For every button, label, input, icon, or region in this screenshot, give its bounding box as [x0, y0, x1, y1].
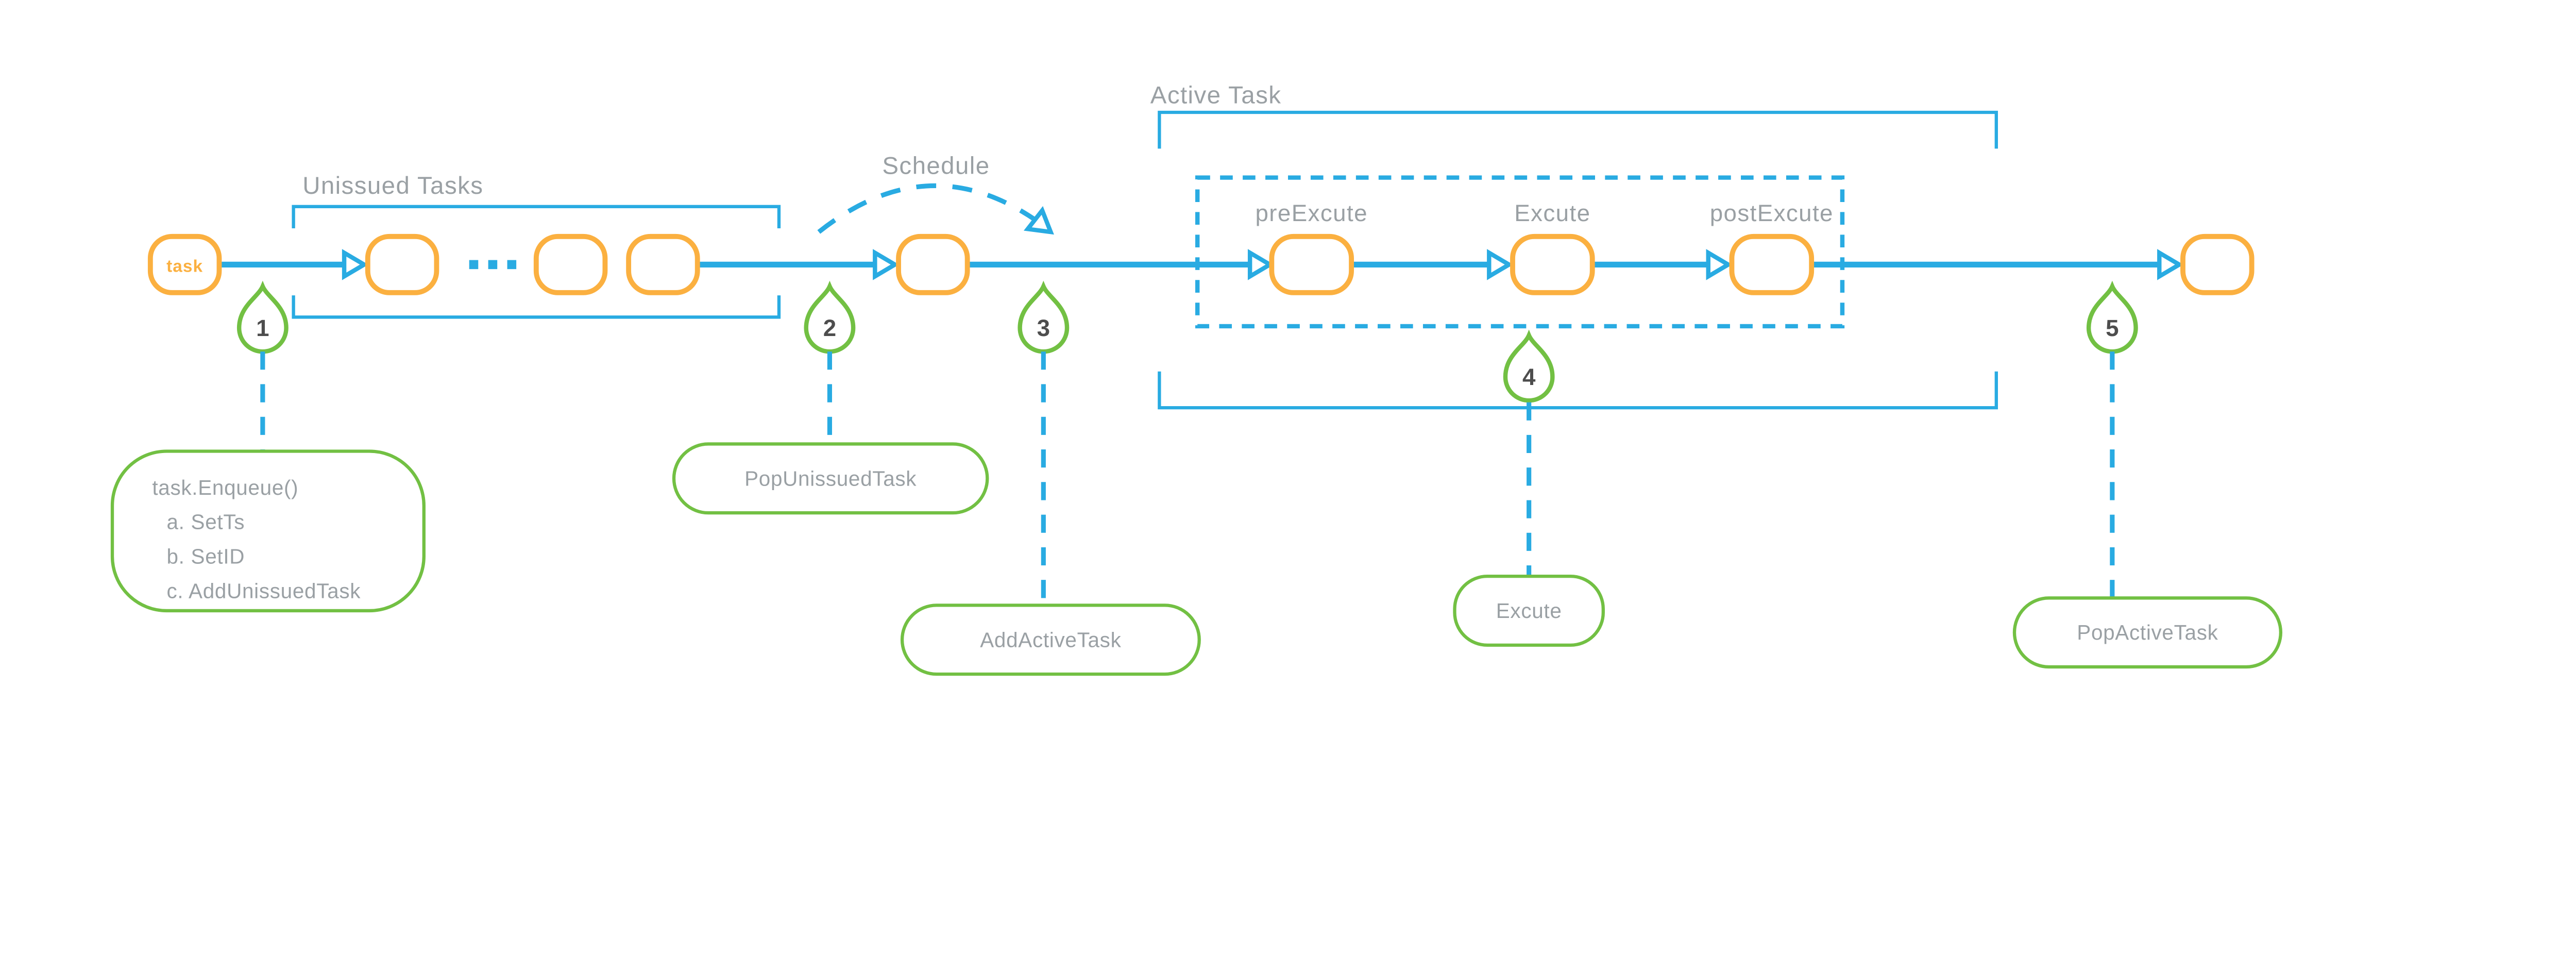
pop-unissued-task-box — [672, 442, 989, 515]
schedule-dashed-arc — [817, 183, 1049, 234]
arrowhead-into-preexcute — [1247, 249, 1275, 280]
task-node — [147, 233, 222, 295]
schedule-arc-arrowhead — [1023, 206, 1054, 235]
add-active-task-callout: AddActiveTask — [900, 604, 1201, 676]
marker-4-drop-icon — [1503, 329, 1555, 403]
marker-2-number: 2 — [823, 315, 836, 341]
arrowhead-into-queue — [342, 249, 369, 280]
excute-node — [1510, 233, 1595, 295]
excute-callout-text: Excute — [1496, 599, 1562, 623]
callouts: task.Enqueue() a. SetTs b. SetID c. AddU… — [110, 442, 2283, 676]
active-task-label: Active Task — [1150, 81, 1282, 109]
marker-2: 2 — [804, 280, 856, 354]
enqueue-callout-box — [110, 449, 426, 613]
task-node-label: task — [166, 257, 203, 276]
active-task-bottom-bracket — [1158, 371, 1998, 410]
pop-unissued-task-callout: PopUnissuedTask — [672, 442, 989, 515]
task-scheduler-diagram: Unissued Tasks task Sche — [110, 81, 2283, 676]
unissued-tasks-label: Unissued Tasks — [302, 172, 483, 199]
schedule-node — [896, 233, 970, 295]
arrowhead-into-excute — [1487, 249, 1514, 280]
postexcute-node — [1729, 233, 1815, 295]
marker-5-number: 5 — [2106, 315, 2119, 341]
pop-active-task-box — [2012, 596, 2283, 669]
pop-unissued-task-text: PopUnissuedTask — [744, 466, 917, 490]
marker-3-number: 3 — [1037, 315, 1050, 341]
arrowhead-into-done-node — [2157, 249, 2184, 280]
schedule-label: Schedule — [882, 153, 990, 180]
unissued-queue-node-1 — [365, 233, 439, 295]
excute-label: Excute — [1514, 200, 1590, 226]
unissued-queue-node-2 — [533, 233, 608, 295]
preexcute-label: preExcute — [1255, 200, 1367, 226]
active-task-section: Active Task preExcute Excute postExcute — [1150, 81, 1998, 410]
diagram-canvas: Unissued Tasks task Sche — [110, 81, 2283, 676]
add-active-task-box — [900, 604, 1201, 676]
queue-ellipsis-dots-icon — [469, 260, 517, 270]
flow-lines — [219, 249, 2184, 280]
excute-callout: Excute — [1453, 574, 1605, 647]
active-task-dashed-box — [1195, 175, 1845, 329]
marker-4-number: 4 — [1522, 364, 1536, 390]
pop-active-task-text: PopActiveTask — [2077, 621, 2218, 644]
unissued-bottom-bracket — [292, 295, 781, 319]
schedule-section: Schedule — [817, 153, 1054, 235]
enqueue-callout-line-3: b. SetID — [166, 545, 245, 568]
marker-5: 5 — [2086, 280, 2138, 354]
unissued-queue-node-3 — [626, 233, 700, 295]
enqueue-callout-line-1: task.Enqueue() — [152, 476, 298, 499]
add-active-task-text: AddActiveTask — [980, 628, 1121, 651]
enqueue-callout: task.Enqueue() a. SetTs b. SetID c. AddU… — [110, 449, 426, 613]
arrowhead-into-postexcute — [1706, 249, 1733, 280]
pop-active-task-callout: PopActiveTask — [2012, 596, 2283, 669]
marker-1: 1 — [236, 280, 289, 354]
enqueue-callout-line-2: a. SetTs — [166, 510, 245, 534]
unissued-top-bracket — [292, 205, 781, 229]
marker-connectors — [260, 351, 2115, 613]
marker-3: 3 — [1018, 280, 1070, 354]
done-node — [2180, 233, 2255, 295]
preexcute-node — [1269, 233, 1354, 295]
arrowhead-into-schedule-node — [873, 249, 900, 280]
marker-1-number: 1 — [256, 315, 269, 341]
unissued-tasks-section: Unissued Tasks — [292, 172, 781, 319]
postexcute-label: postExcute — [1710, 200, 1834, 226]
excute-callout-box — [1453, 574, 1605, 647]
marker-4: 4 — [1503, 329, 1555, 403]
step-markers: 1 2 3 4 5 — [236, 280, 2138, 403]
task-nodes: task — [147, 233, 2255, 295]
active-task-top-bracket — [1158, 110, 1998, 149]
enqueue-callout-line-4: c. AddUnissuedTask — [166, 579, 361, 602]
